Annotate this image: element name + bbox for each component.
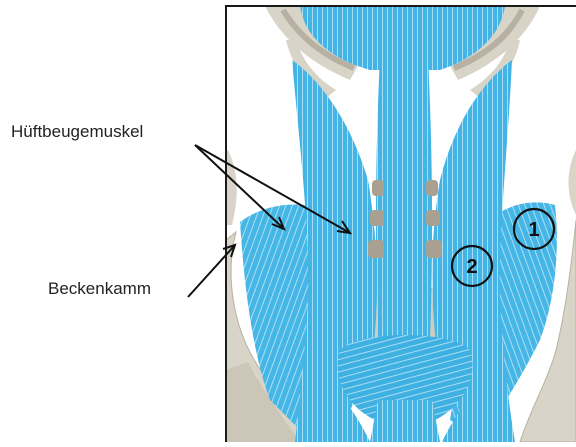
spine-muscle bbox=[376, 20, 432, 340]
center-adductor-muscle bbox=[370, 400, 440, 442]
hip-flexor-label: Hüftbeugemuskel bbox=[11, 123, 143, 140]
badge-2-number: 2 bbox=[466, 256, 477, 278]
iliac-crest-label: Beckenkamm bbox=[48, 280, 151, 297]
badge-1-number: 1 bbox=[528, 219, 539, 241]
